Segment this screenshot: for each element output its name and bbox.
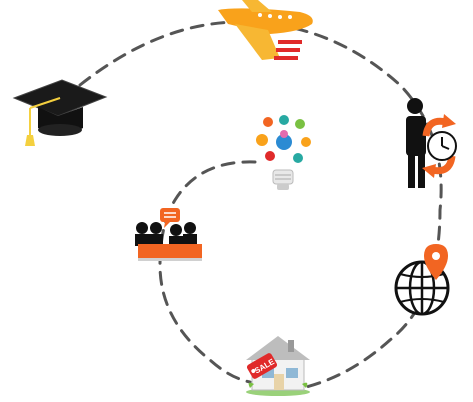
graduation-cap-icon: [12, 79, 108, 146]
person-clock-icon: [406, 98, 457, 188]
meeting-table-icon: [135, 208, 202, 261]
inner-dashed-path: [158, 160, 257, 384]
airplane-icon: [218, 0, 313, 60]
house-tag-icon: SALE: [246, 336, 310, 396]
globe-pin-icon: [394, 244, 450, 316]
outer-dashed-path: [78, 20, 443, 394]
lightbulb-ideas-icon: [256, 115, 311, 190]
